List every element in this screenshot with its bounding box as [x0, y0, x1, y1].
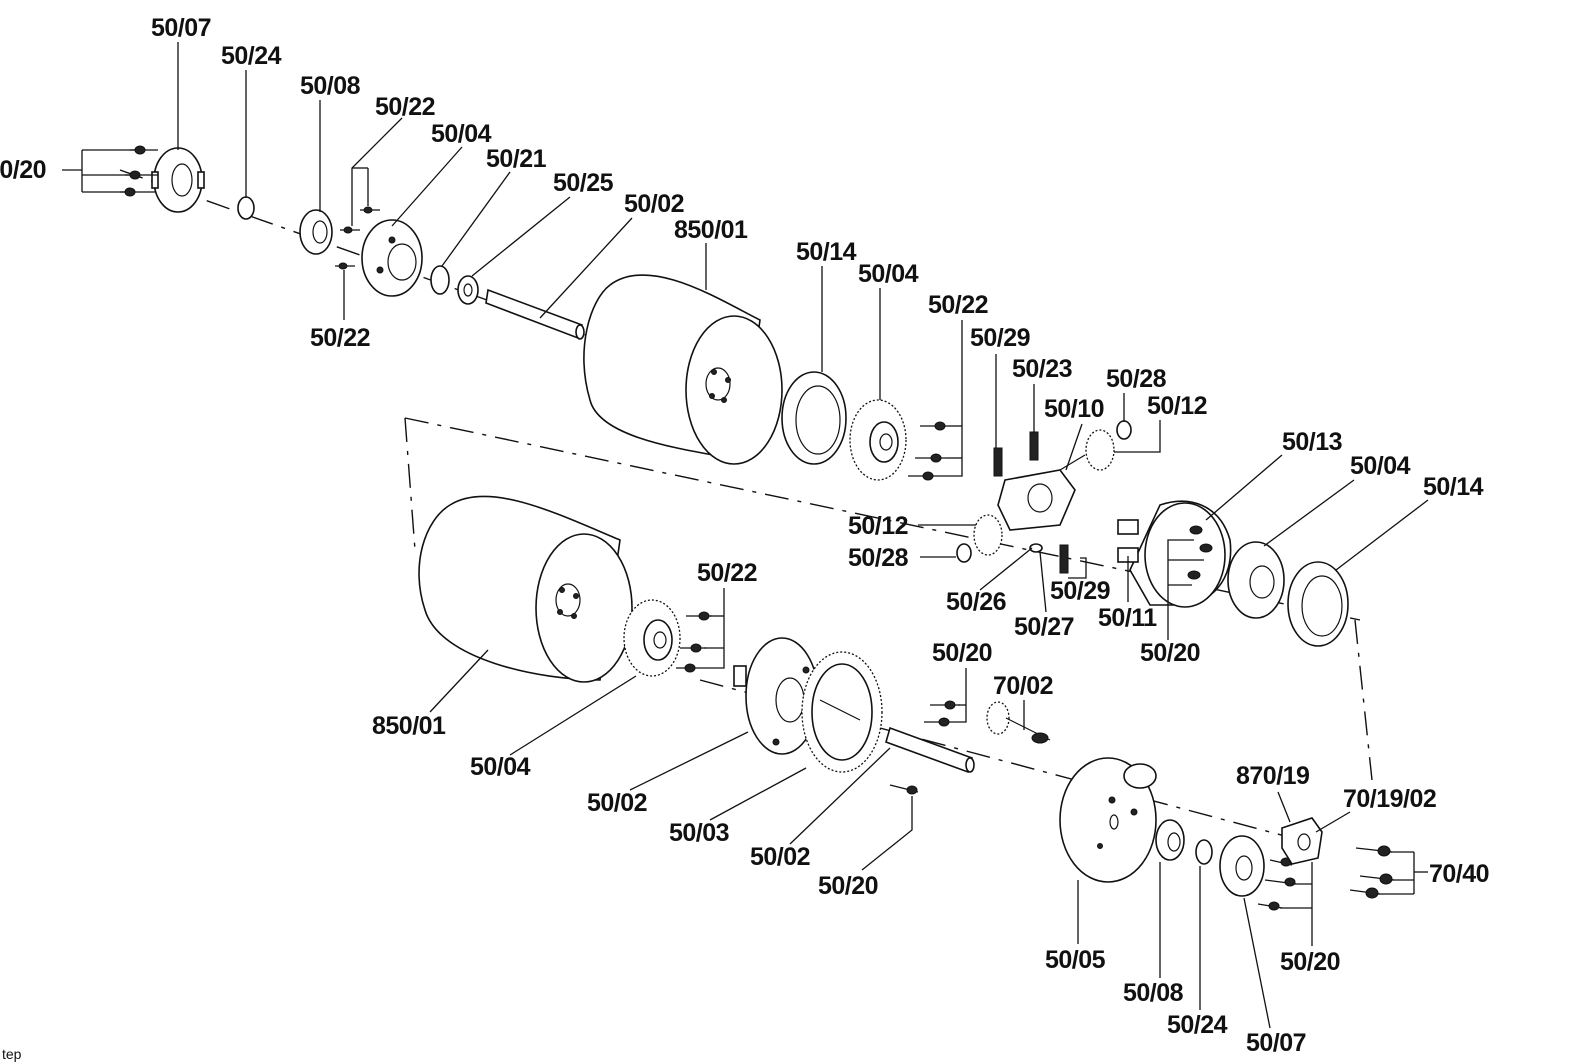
gear-hub-top	[361, 219, 423, 297]
label-50-07-lower: 50/07	[1246, 1029, 1306, 1057]
label-50-11: 50/11	[1098, 604, 1157, 632]
label-50-02-lower-a: 50/02	[587, 789, 647, 817]
label-50-08-lower: 50/08	[1123, 979, 1184, 1007]
gear-hub-right	[1227, 541, 1285, 619]
circlip-top	[430, 265, 450, 295]
seal-ring-right	[1287, 561, 1349, 647]
label-50-04-lower: 50/04	[470, 753, 531, 781]
shaft-lower	[885, 726, 975, 774]
label-50-12-left: 50/12	[848, 512, 908, 540]
drum-lower	[418, 495, 633, 683]
bearing-lower	[1155, 819, 1185, 861]
label-50-05: 50/05	[1045, 946, 1106, 974]
label-50-26: 50/26	[946, 588, 1006, 616]
label-50-29-bottom: 50/29	[1050, 577, 1110, 605]
label-70-40: 70/40	[1429, 860, 1489, 888]
label-50-27: 50/27	[1014, 613, 1074, 641]
label-50-07-top: 50/07	[151, 14, 211, 42]
label-50-25: 50/25	[553, 169, 614, 197]
label-850-01-lower: 850/01	[372, 712, 446, 740]
gear-wheel-upper	[849, 399, 907, 481]
label-50-10: 50/10	[1044, 395, 1104, 423]
bearing-top	[299, 209, 333, 255]
drum-upper	[583, 274, 783, 465]
label-50-24-lower: 50/24	[1167, 1011, 1228, 1039]
label-50-14-top: 50/14	[796, 238, 857, 266]
label-50-20-lower-right: 50/20	[1280, 948, 1340, 976]
label-50-23: 50/23	[1012, 355, 1072, 383]
label-50-22-lower-left: 50/22	[310, 324, 370, 352]
screws-lower-gear	[676, 611, 712, 673]
label-50-12-top: 50/12	[1147, 392, 1207, 420]
label-50-14-right: 50/14	[1423, 473, 1484, 501]
washer-top	[237, 196, 255, 220]
label-70-19-02: 70/19/02	[1343, 785, 1436, 813]
hub-flange-lower	[1219, 835, 1265, 897]
label-50-04-top: 50/04	[431, 120, 492, 148]
label-50-04-mid: 50/04	[858, 260, 919, 288]
label-50-02-top: 50/02	[624, 190, 684, 218]
ring-gear-lower	[801, 651, 883, 773]
label-50-20-lower-b: 50/20	[818, 872, 878, 900]
label-50-08-top: 50/08	[300, 72, 361, 100]
label-850-01-top: 850/01	[674, 216, 748, 244]
seal-ring-upper	[781, 371, 847, 465]
gearbox-center	[956, 420, 1132, 574]
label-50-20-right: 50/20	[1140, 639, 1200, 667]
label-50-21: 50/21	[486, 145, 547, 173]
screws-70-40	[1349, 845, 1395, 899]
mounting-block	[1281, 817, 1323, 865]
label-50-29-top: 50/29	[970, 324, 1030, 352]
label-50-22-top: 50/22	[375, 93, 435, 121]
label-50-22-mid: 50/22	[928, 291, 988, 319]
flange-lower	[733, 637, 819, 755]
washer-25-top	[457, 275, 479, 305]
label-50-04-right: 50/04	[1350, 452, 1411, 480]
end-plate-lower	[1059, 757, 1157, 883]
label-50-22-lower: 50/22	[697, 559, 757, 587]
screws-top-hub	[335, 206, 380, 270]
screws-upper-gear	[908, 421, 948, 481]
label-70-02: 70/02	[993, 672, 1053, 700]
label-870-19: 870/19	[1236, 762, 1309, 790]
washer-lower	[1195, 839, 1213, 865]
label-50-20-lower-mid: 50/20	[932, 639, 992, 667]
part-labels: 50/07 50/24 50/08 50/22 50/04 50/21 50/2…	[0, 14, 1490, 1057]
label-50-28-left: 50/28	[848, 544, 909, 572]
label-50-28-top: 50/28	[1106, 365, 1167, 393]
shaft-top	[485, 288, 585, 340]
housing-right	[1117, 500, 1232, 608]
label-50-03: 50/03	[669, 819, 729, 847]
footer-text: tep	[2, 1046, 22, 1062]
leader-lines	[62, 42, 1429, 1029]
label-50-02-lower-b: 50/02	[750, 843, 810, 871]
label-50-13: 50/13	[1282, 428, 1342, 456]
pinion-lower	[986, 701, 1051, 744]
gear-wheel-lower	[623, 599, 681, 677]
label-50-24-top: 50/24	[221, 42, 282, 70]
screws-lower-right	[1257, 857, 1297, 911]
hub-flange-top	[151, 147, 205, 213]
screws-lower-mid	[889, 700, 960, 795]
label-50-20-left: 50/20	[0, 156, 46, 184]
